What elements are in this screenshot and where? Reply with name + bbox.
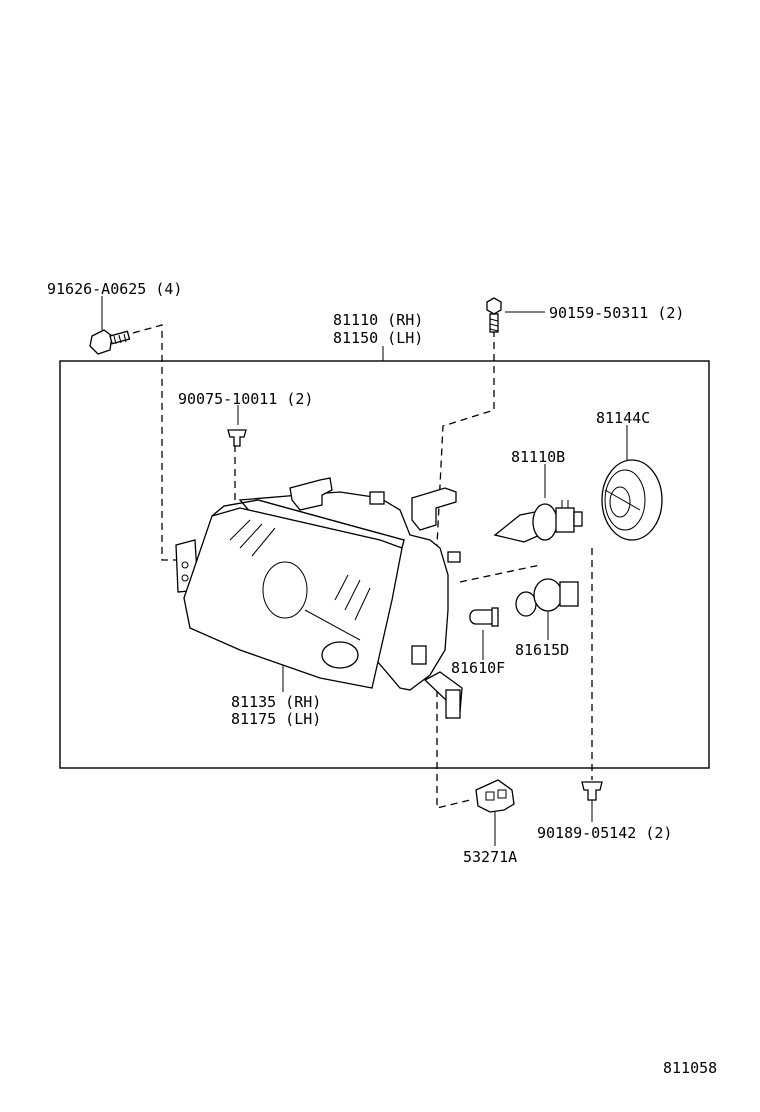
label-lens-rh: 81135 (RH) bbox=[231, 693, 321, 711]
label-wedge-bulb: 81610F bbox=[451, 659, 505, 677]
label-screw: 90159-50311 (2) bbox=[549, 304, 684, 322]
bracket-icon[interactable] bbox=[475, 779, 515, 813]
label-unit-rh: 81110 (RH) bbox=[333, 311, 423, 329]
label-bracket: 53271A bbox=[463, 848, 517, 866]
screw-icon[interactable] bbox=[486, 297, 502, 333]
label-bolt: 91626-A0625 (4) bbox=[47, 280, 182, 298]
assembly-frame bbox=[59, 360, 710, 769]
headlamp-housing bbox=[175, 477, 463, 719]
label-lens-lh: 81175 (LH) bbox=[231, 710, 321, 728]
clip-lower-icon[interactable] bbox=[581, 781, 603, 801]
clip-upper-icon[interactable] bbox=[227, 429, 247, 447]
socket-cover-icon[interactable] bbox=[601, 459, 663, 541]
main-bulb-icon[interactable] bbox=[493, 500, 583, 543]
label-clip-lower: 90189-05142 (2) bbox=[537, 824, 672, 842]
wedge-bulb-icon[interactable] bbox=[469, 607, 499, 627]
diagram-id: 811058 bbox=[663, 1059, 717, 1077]
label-bulb-socket: 81615D bbox=[515, 641, 569, 659]
bolt-icon[interactable] bbox=[89, 329, 131, 355]
label-clip-upper: 90075-10011 (2) bbox=[178, 390, 313, 408]
label-socket-cover: 81144C bbox=[596, 409, 650, 427]
label-unit-lh: 81150 (LH) bbox=[333, 329, 423, 347]
label-main-bulb: 81110B bbox=[511, 448, 565, 466]
assembly-dashed-lines bbox=[132, 324, 593, 809]
bulb-socket-icon[interactable] bbox=[515, 578, 579, 617]
